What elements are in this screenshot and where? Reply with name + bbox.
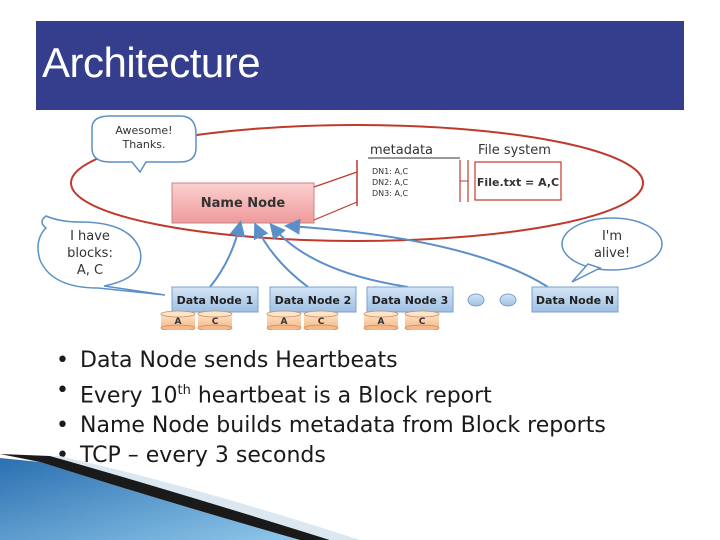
bubble-have-blocks-line3: A, C (77, 263, 103, 278)
name-node-ellipse (70, 124, 644, 242)
bullet-tcp-text: TCP – every 3 seconds (80, 443, 326, 469)
data-node-3-label: Data Node 3 (372, 294, 449, 307)
slide-title: Architecture (42, 39, 261, 86)
bullet-heartbeats: Data Node sends Heartbeats (56, 346, 606, 376)
blocks-dn3: A C (363, 310, 440, 330)
bullet-metadata: Name Node builds metadata from Block rep… (56, 411, 606, 441)
heartbeat-arrow-2 (253, 222, 309, 288)
bullet-block-report-sup: th (177, 383, 191, 398)
block-dn2-c: C (318, 317, 325, 327)
ellipsis-dot-1 (467, 293, 485, 307)
bubble-awesome: Awesome! Thanks. (91, 115, 197, 174)
architecture-diagram: Awesome! Thanks. Name Node metadata DN1:… (37, 115, 663, 330)
metadata-line-3: DN3: A,C (372, 189, 408, 198)
bullet-block-report-pre: Every 10 (80, 383, 178, 409)
fs-entry: File.txt = A,C (477, 176, 559, 189)
block-dn1-c: C (212, 317, 219, 327)
bullet-list: Data Node sends Heartbeats Every 10th he… (56, 346, 606, 471)
bullet-metadata-text: Name Node builds metadata from Block rep… (80, 413, 606, 439)
bullet-heartbeats-text: Data Node sends Heartbeats (80, 348, 398, 373)
fs-box (474, 161, 562, 201)
data-node-n-box (531, 286, 619, 313)
heartbeat-arrow-n (284, 218, 549, 288)
metadata-line-2: DN2: A,C (372, 178, 408, 187)
bubble-alive-line1: I'm (602, 229, 622, 244)
metadata-label: metadata (370, 143, 433, 158)
decorative-swoosh (0, 454, 360, 540)
bubble-alive-line2: alive! (594, 246, 630, 261)
heartbeat-arrow-1 (209, 220, 246, 288)
name-node-label: Name Node (201, 196, 286, 211)
metadata-line-1: DN1: A,C (372, 167, 408, 176)
bubble-awesome-line1: Awesome! (115, 124, 172, 137)
bubble-alive: I'm alive! (561, 217, 663, 283)
blocks-dn2: A C (266, 310, 339, 330)
block-dn3-c: C (419, 317, 426, 327)
bullet-tcp: TCP – every 3 seconds (56, 441, 606, 471)
block-dn3-a: A (378, 317, 385, 327)
block-dn1-a: A (175, 317, 182, 327)
bubble-awesome-line2: Thanks. (121, 138, 165, 151)
bubble-have-blocks-line1: I have (70, 229, 110, 244)
bullet-block-report: Every 10th heartbeat is a Block report (56, 376, 606, 411)
block-dn2-a: A (281, 317, 288, 327)
fs-label: File system (478, 143, 551, 158)
bubble-have-blocks: I have blocks: A, C (37, 215, 166, 296)
data-node-2-label: Data Node 2 (275, 294, 352, 307)
data-node-1-label: Data Node 1 (177, 294, 254, 307)
heartbeat-arrow-3 (269, 222, 409, 288)
blocks-dn1: A C (160, 310, 233, 330)
data-node-n-label: Data Node N (536, 294, 614, 307)
bullet-block-report-post: heartbeat is a Block report (190, 383, 492, 409)
bubble-have-blocks-line2: blocks: (67, 246, 113, 261)
ellipsis-dot-2 (499, 293, 517, 307)
title-bar: Architecture (36, 21, 684, 110)
